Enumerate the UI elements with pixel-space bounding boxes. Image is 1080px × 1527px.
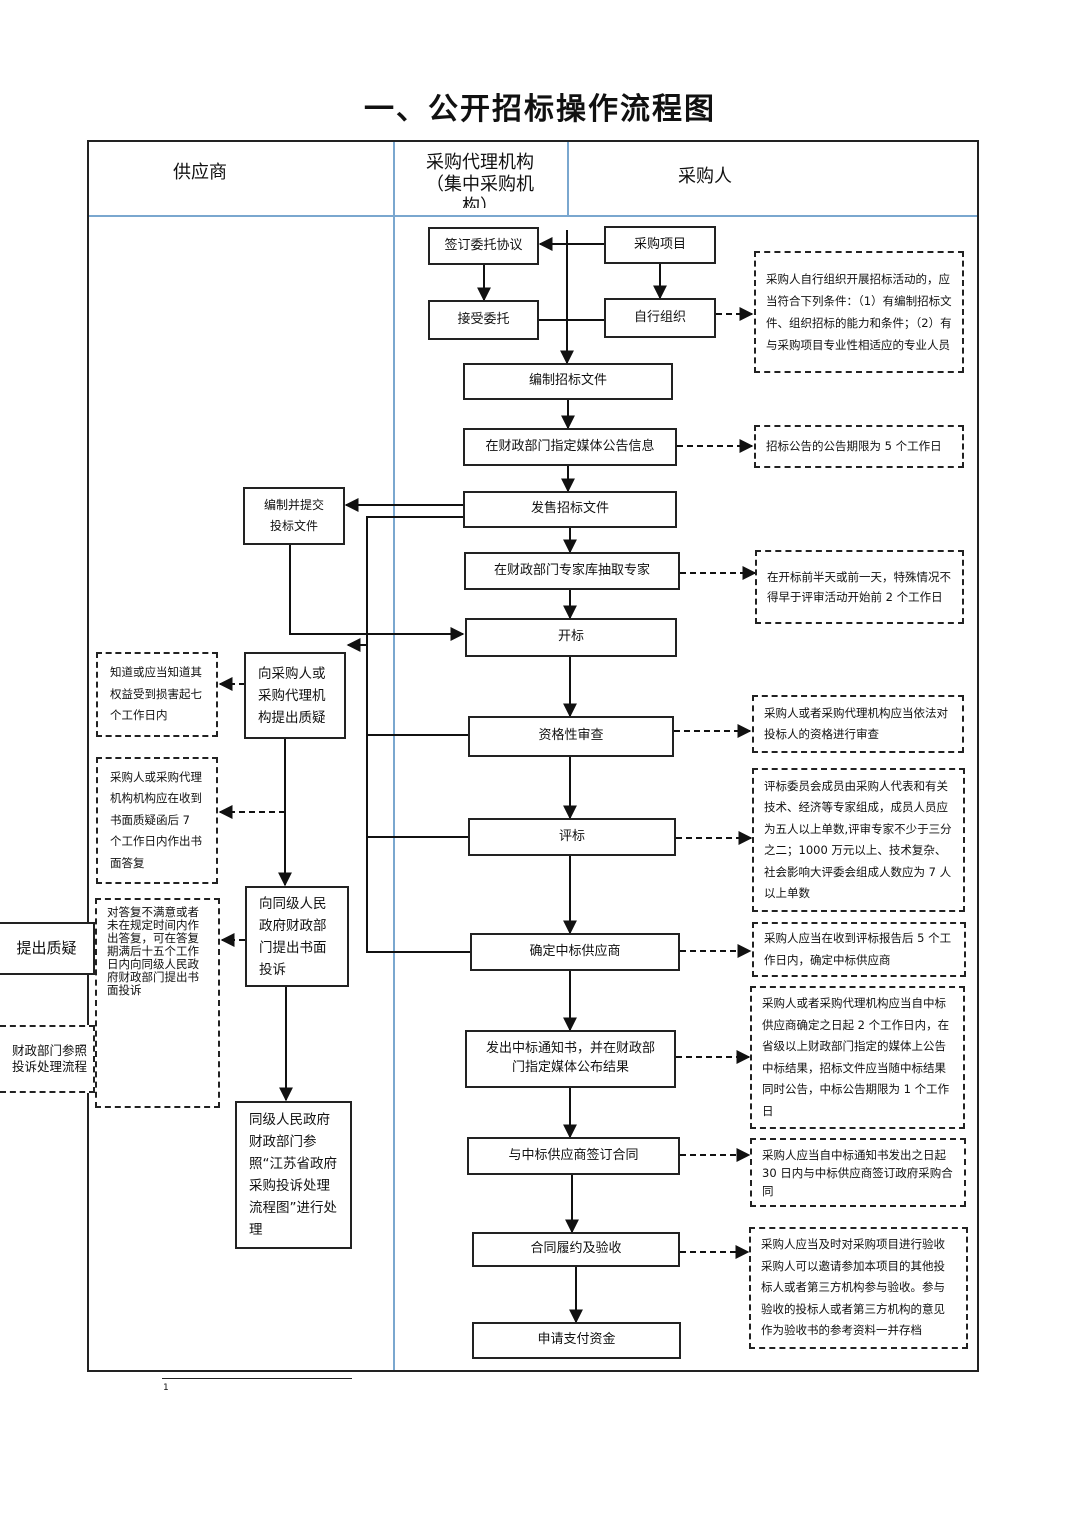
lane-header-agency-line2: （集中采购机 [426, 174, 534, 195]
lane-divider-right [567, 142, 569, 216]
note-acceptance: 采购人应当及时对采购项目进行验收采购人可以邀请参加本项目的其他投标人或者第三方机… [749, 1227, 968, 1349]
box-sign: 与中标供应商签订合同 [467, 1137, 680, 1175]
box-sell-docs: 发售招标文件 [463, 491, 677, 528]
note-self-org: 采购人自行组织开展招标活动的，应当符合下列条件：（1）有编制招标文件、组织招标的… [754, 251, 964, 373]
box-draw-experts: 在财政部门专家库抽取专家 [464, 552, 680, 590]
box-announce: 在财政部门指定媒体公告信息 [463, 428, 677, 466]
note-sign-time: 采购人应当自中标通知书发出之日起 30 日内与中标供应商签订政府采购合同 [750, 1138, 966, 1207]
lane-header-agency-line1: 采购代理机构 [426, 152, 534, 173]
box-prepare-bid: 编制并提交投标文件 [243, 487, 345, 545]
note-question-time: 知道或应当知道其权益受到损害起七个工作日内 [96, 652, 218, 737]
box-complaint: 向同级人民政府财政部门提出书面投诉 [245, 886, 349, 987]
box-qualification: 资格性审查 [468, 716, 674, 757]
note-qualification: 采购人或者采购代理机构应当依法对投标人的资格进行审查 [752, 695, 964, 753]
footnote-number: 1 [163, 1383, 169, 1393]
footnote-rule [162, 1378, 352, 1379]
box-purchase-project: 采购项目 [604, 226, 716, 264]
lane-header-supplier: 供应商 [173, 162, 227, 183]
note-complaint-time: 对答复不满意或者未在规定时间内作出答复，可在答复期满后十五个工作日内向同级人民政… [95, 898, 220, 1108]
note-committee: 评标委员会成员由采购人代表和有关技术、经济等专家组成，成员人员应为五人以上单数,… [752, 768, 965, 912]
page-title: 一、公开招标操作流程图 [364, 92, 716, 127]
box-accept-entrust: 接受委托 [428, 300, 539, 340]
box-pay: 申请支付资金 [472, 1322, 681, 1359]
box-question: 向采购人或采购代理机构提出质疑 [244, 652, 346, 739]
offpage-question: 提出质疑 [0, 922, 95, 975]
offpage-handle: 财政部门参照投诉处理流程 [0, 1025, 95, 1093]
lane-header-agency-line3: 构） [462, 196, 498, 208]
lane-header-agency: 采购代理机构 （集中采购机 构） [400, 152, 560, 208]
box-self-organize: 自行组织 [604, 298, 716, 338]
box-open-bid: 开标 [465, 618, 677, 657]
box-sign-contract: 签订委托协议 [428, 227, 539, 265]
box-prepare-docs: 编制招标文件 [463, 363, 673, 400]
note-announce-period: 招标公告的公告期限为 5 个工作日 [754, 425, 964, 468]
note-notify-time: 采购人或者采购代理机构应当自中标供应商确定之日起 2 个工作日内，在省级以上财政… [750, 986, 965, 1129]
note-reply-time: 采购人或采购代理机构机构应在收到书面质疑函后 7 个工作日内作出书面答复 [96, 757, 218, 884]
note-expert-time: 在开标前半天或前一天，特殊情况不得早于评审活动开始前 2 个工作日 [755, 550, 964, 624]
box-notify: 发出中标通知书，并在财政部门指定媒体公布结果 [465, 1030, 676, 1088]
box-handle: 同级人民政府财政部门参照“江苏省政府采购投诉处理流程图”进行处理 [235, 1101, 352, 1249]
lane-header-purchaser: 采购人 [678, 166, 732, 187]
box-perform: 合同履约及验收 [472, 1232, 680, 1267]
box-evaluate: 评标 [468, 818, 676, 856]
flowchart-frame [87, 140, 979, 1372]
note-winner-time: 采购人应当在收到评标报告后 5 个工作日内，确定中标供应商 [752, 922, 966, 977]
box-determine-winner: 确定中标供应商 [470, 933, 680, 971]
lane-divider-left [393, 142, 395, 1370]
lane-header-divider [89, 215, 977, 217]
